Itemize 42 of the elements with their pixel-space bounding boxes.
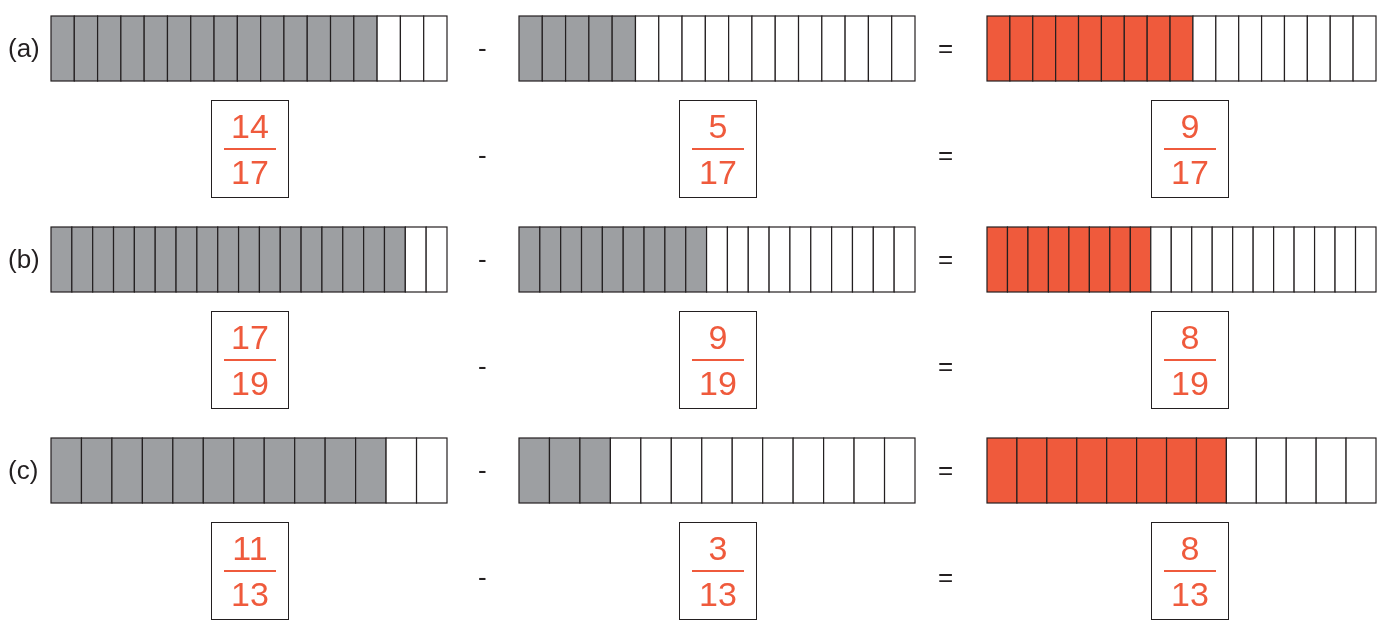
fraction-box (1151, 100, 1229, 198)
fraction-box (211, 522, 289, 620)
row-label: (c) (8, 455, 39, 485)
denominator: 13 (231, 575, 269, 613)
operator-sign: - (478, 455, 487, 485)
operator-sign: - (478, 244, 487, 274)
fraction-box (211, 311, 289, 409)
fraction-box (1151, 311, 1229, 409)
numerator: 11 (232, 529, 268, 567)
operator-sign: = (938, 140, 954, 170)
denominator: 17 (699, 153, 737, 191)
operator-sign: = (938, 33, 954, 63)
operator-sign: = (938, 455, 954, 485)
numerator: 17 (231, 318, 269, 356)
numerator: 9 (708, 318, 728, 356)
numerator: 14 (231, 107, 269, 145)
fraction-box (679, 522, 757, 620)
operator-sign: - (478, 562, 487, 592)
denominator: 19 (1171, 364, 1209, 402)
denominator: 17 (231, 153, 269, 191)
fraction-box (679, 311, 757, 409)
operator-sign: = (938, 351, 954, 381)
row-label: (b) (8, 244, 40, 274)
operator-sign: - (478, 351, 487, 381)
numerator: 5 (708, 107, 728, 145)
denominator: 17 (1171, 153, 1209, 191)
operator-sign: = (938, 244, 954, 274)
numerator: 3 (708, 529, 728, 567)
operator-sign: = (938, 562, 954, 592)
denominator: 19 (699, 364, 737, 402)
fraction-box (1151, 522, 1229, 620)
operator-sign: - (478, 33, 487, 63)
denominator: 13 (699, 575, 737, 613)
numerator: 8 (1180, 529, 1200, 567)
operator-sign: - (478, 140, 487, 170)
fraction-box (679, 100, 757, 198)
denominator: 13 (1171, 575, 1209, 613)
denominator: 19 (231, 364, 269, 402)
numerator: 9 (1180, 107, 1200, 145)
row-label: (a) (8, 33, 40, 63)
numerator: 8 (1180, 318, 1200, 356)
fraction-box (211, 100, 289, 198)
